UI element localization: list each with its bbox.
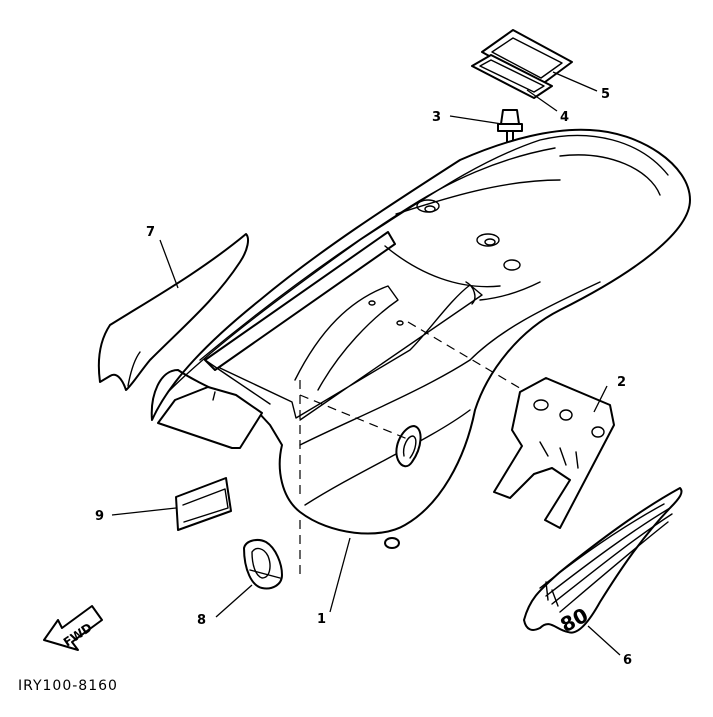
callout-5: 5 — [601, 87, 610, 102]
drawing-code: IRY100-8160 — [18, 678, 118, 694]
callout-3: 3 — [432, 110, 441, 125]
part-6-decal: 80 — [523, 487, 683, 637]
part-4-gasket — [471, 54, 553, 99]
callout-9: 9 — [95, 509, 104, 524]
part-1-rear-fender — [150, 128, 691, 549]
part-8-grommet — [243, 539, 283, 590]
callout-4: 4 — [560, 110, 569, 125]
part-9-pad — [175, 477, 232, 531]
part-3-bolt — [497, 109, 523, 143]
leader-lines — [111, 71, 621, 656]
assembly-line-2 — [407, 321, 541, 401]
assembly-line-slot — [299, 394, 411, 441]
fwd-arrow-icon: FWD — [43, 605, 103, 651]
part-2-bracket — [493, 377, 615, 529]
part-7-decal — [97, 233, 249, 391]
callout-1: 1 — [317, 612, 326, 627]
callout-8: 8 — [197, 613, 206, 628]
callout-7: 7 — [146, 225, 155, 240]
callout-6: 6 — [623, 653, 632, 668]
callout-2: 2 — [617, 375, 626, 390]
callouts: 1 2 3 4 5 6 7 8 9 — [95, 87, 632, 668]
